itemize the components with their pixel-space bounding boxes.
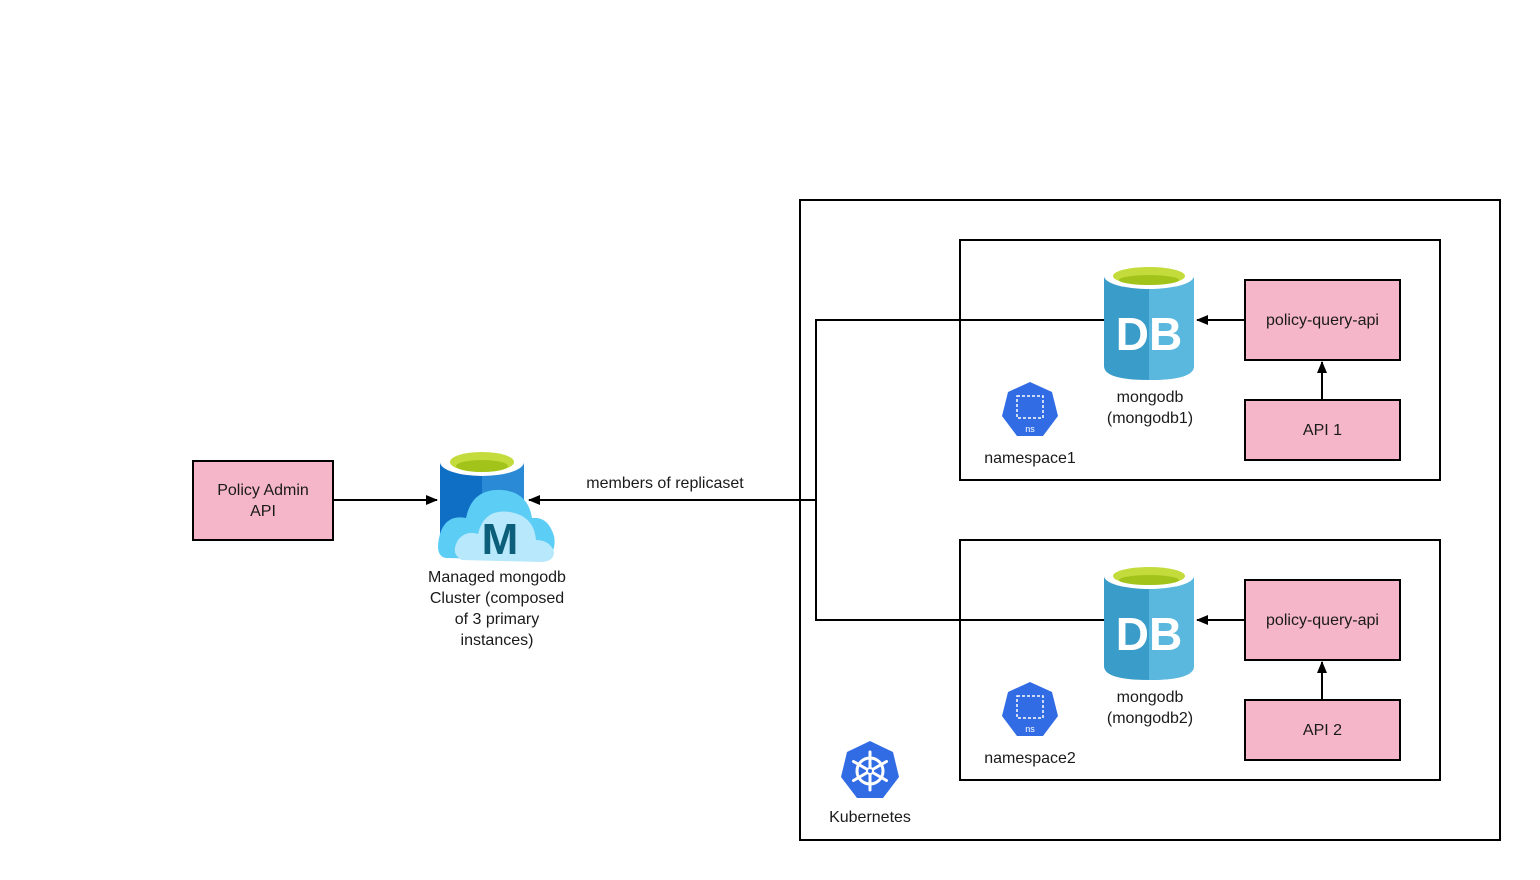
- edge-mongodb1-to-cluster: [815, 319, 1104, 500]
- mongodb1-label: mongodb (mongodb1): [1106, 389, 1194, 427]
- managed-mongodb-cluster-icon[interactable]: M: [436, 444, 558, 562]
- db-icon-glyph: DB: [1116, 608, 1182, 660]
- edge-mongodb2-to-cluster: [815, 500, 1104, 621]
- namespace1-ns-icon: ns: [1002, 382, 1058, 436]
- kubernetes-label: Kubernetes: [829, 809, 911, 826]
- kubernetes-cluster-frame: [799, 199, 1501, 841]
- namespace2-ns-icon: ns: [1002, 682, 1058, 736]
- namespace1-label: namespace1: [984, 450, 1076, 467]
- api-2-label: API 2: [1302, 721, 1343, 739]
- namespace2-frame: [959, 539, 1441, 781]
- policy-query-api-2-label: policy-query-api: [1266, 611, 1379, 629]
- api-2-node[interactable]: API 2: [1244, 699, 1401, 761]
- policy-query-api-1-label: policy-query-api: [1266, 311, 1379, 329]
- ns-icon-glyph: ns: [1025, 724, 1035, 734]
- mongodb2-db-icon[interactable]: DB: [1102, 562, 1198, 682]
- api-1-node[interactable]: API 1: [1244, 399, 1401, 461]
- cluster-icon-glyph: M: [482, 515, 519, 562]
- kubernetes-icon: [841, 741, 899, 798]
- db-icon-glyph: DB: [1116, 308, 1182, 360]
- namespace2-label: namespace2: [984, 750, 1076, 767]
- policy-query-api-2-node[interactable]: policy-query-api: [1244, 579, 1401, 661]
- ns-icon-glyph: ns: [1025, 424, 1035, 434]
- api-1-label: API 1: [1302, 421, 1343, 439]
- mongodb2-label: mongodb (mongodb2): [1106, 689, 1194, 727]
- namespace1-frame: [959, 239, 1441, 481]
- mongodb1-db-icon[interactable]: DB: [1102, 262, 1198, 382]
- replicaset-edge-label: members of replicaset: [586, 475, 744, 492]
- policy-admin-api-node[interactable]: Policy Admin API: [192, 460, 334, 541]
- managed-mongodb-cluster-label: Managed mongodb Cluster (composed of 3 p…: [428, 569, 566, 649]
- policy-admin-api-label: Policy Admin API: [217, 481, 309, 520]
- policy-query-api-1-node[interactable]: policy-query-api: [1244, 279, 1401, 361]
